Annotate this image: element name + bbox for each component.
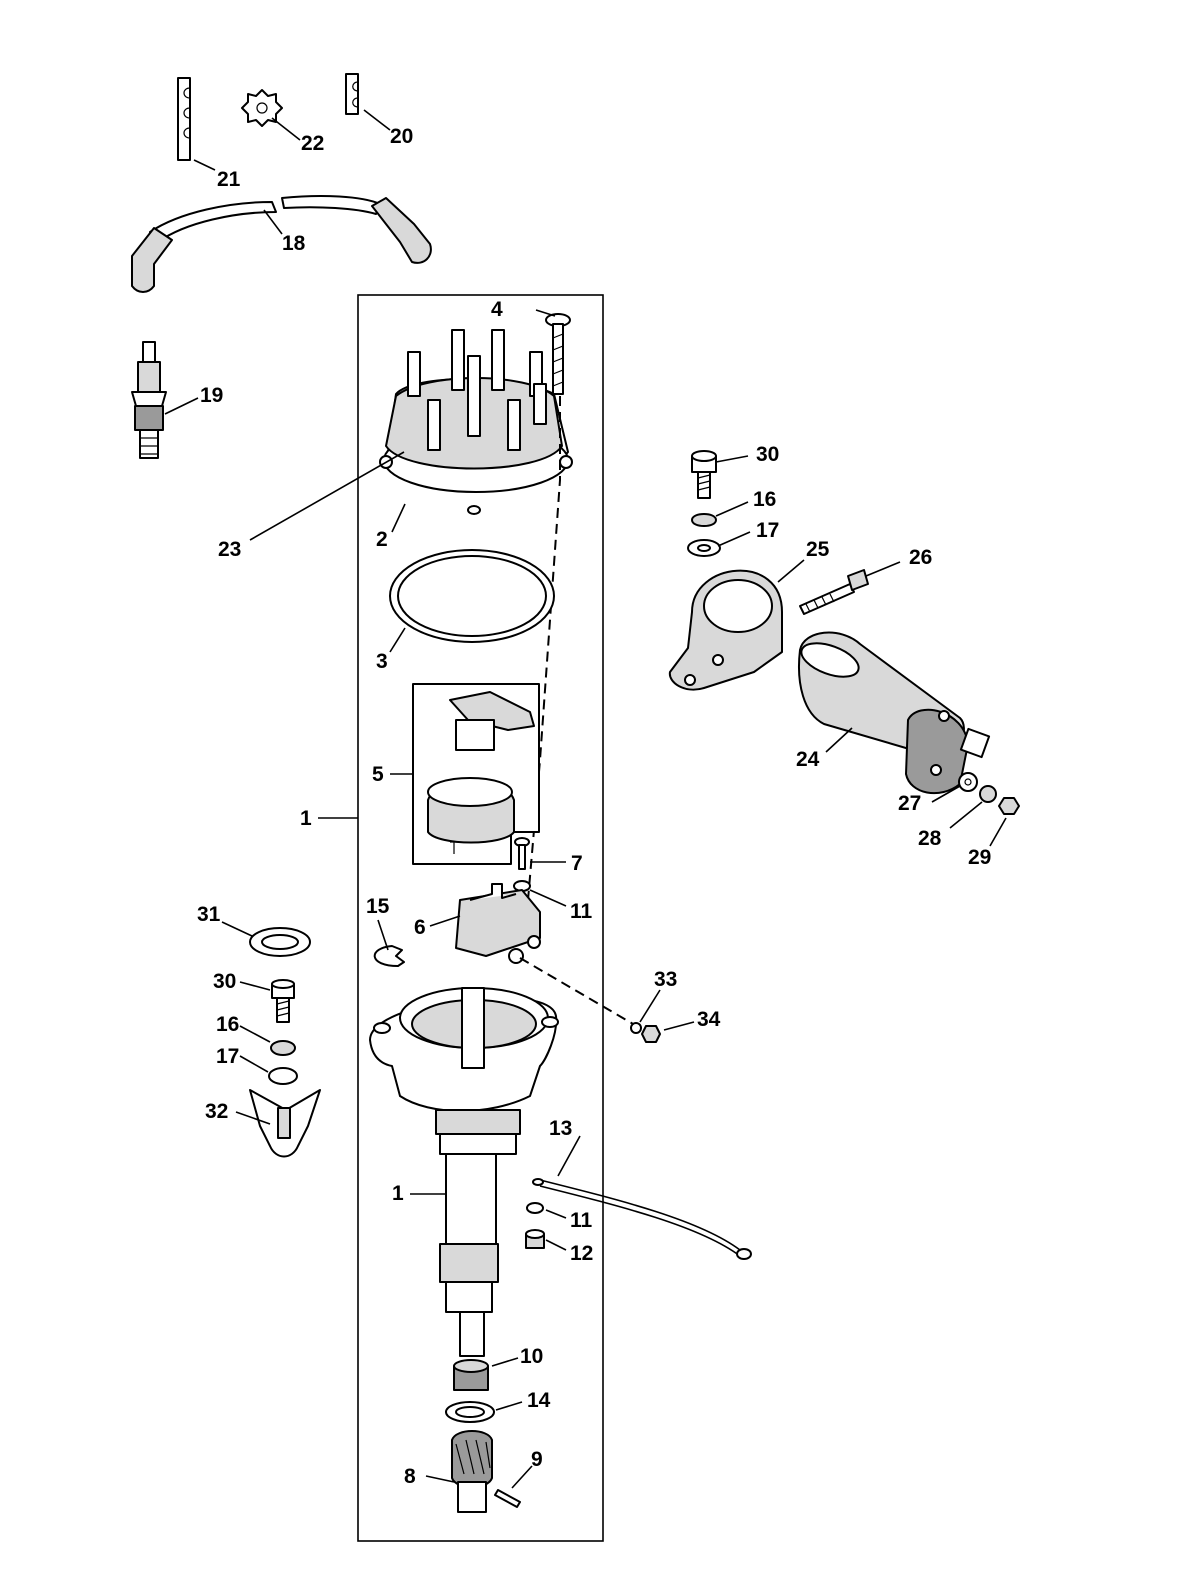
part-21-wire-separator bbox=[177, 77, 191, 161]
callout-label: 21 bbox=[217, 168, 241, 191]
callout-label: 12 bbox=[570, 1242, 593, 1265]
part-15-retaining-clip bbox=[373, 945, 405, 967]
part-1-distributor-housing bbox=[369, 987, 559, 1357]
callout-label: 30 bbox=[213, 970, 236, 993]
part-12-nut bbox=[525, 1229, 545, 1249]
callout-label: 19 bbox=[200, 384, 223, 407]
part-17-flat-washer-right bbox=[687, 539, 721, 557]
part-33-washer bbox=[630, 1022, 642, 1034]
callout-label: 27 bbox=[898, 792, 921, 815]
callout-label: 6 bbox=[414, 916, 426, 939]
part-29-nut bbox=[998, 797, 1020, 815]
part-30-bolt-right bbox=[691, 450, 717, 499]
part-30-bolt-left bbox=[271, 979, 295, 1023]
part-19-spark-plug bbox=[131, 341, 167, 459]
callout-label: 14 bbox=[527, 1389, 551, 1412]
callout-label: 17 bbox=[216, 1045, 239, 1068]
part-14-thrust-washer bbox=[445, 1401, 495, 1423]
leader-lines bbox=[164, 109, 1007, 1489]
callout-label: 2 bbox=[376, 528, 388, 551]
part-22-star-retainer bbox=[241, 89, 283, 127]
callout-label: 34 bbox=[697, 1008, 721, 1031]
module-to-nut-line bbox=[519, 957, 641, 1029]
callout-label: 10 bbox=[520, 1345, 543, 1368]
callout-label: 7 bbox=[571, 852, 583, 875]
part-8-drive-gear bbox=[451, 1430, 493, 1513]
callout-label: 32 bbox=[205, 1100, 228, 1123]
part-2-distributor-cap bbox=[379, 329, 573, 515]
callout-label: 29 bbox=[968, 846, 991, 869]
part-3-cap-gasket bbox=[389, 549, 555, 643]
callout-label: 26 bbox=[909, 546, 932, 569]
callout-label: 13 bbox=[549, 1117, 572, 1140]
callout-label: 16 bbox=[753, 488, 776, 511]
part-16-lock-washer-left bbox=[270, 1040, 296, 1056]
part-18-spark-plug-wire bbox=[131, 195, 432, 293]
distributor-assembly-frame bbox=[357, 294, 604, 1542]
part-7-screw bbox=[514, 837, 530, 870]
callout-label: 25 bbox=[806, 538, 830, 561]
callout-label: 11 bbox=[570, 1209, 593, 1232]
part-20-wire-separator bbox=[345, 73, 359, 115]
callout-label: 33 bbox=[654, 968, 677, 991]
part-32-hold-down-clamp bbox=[249, 1089, 321, 1158]
callout-label: 1 bbox=[300, 807, 312, 830]
callout-label: 20 bbox=[390, 125, 413, 148]
callout-label: 5 bbox=[372, 763, 384, 786]
part-34-nut bbox=[641, 1025, 661, 1043]
callout-label: 4 bbox=[491, 298, 503, 321]
part-13-ground-wire bbox=[532, 1178, 752, 1260]
part-5-rotor-kit bbox=[412, 683, 540, 865]
part-24-ignition-coil bbox=[798, 631, 991, 794]
callout-label: 28 bbox=[918, 827, 942, 850]
screw-alignment-line bbox=[527, 396, 561, 901]
part-6-ignition-module bbox=[455, 883, 541, 964]
part-10-bushing bbox=[453, 1359, 489, 1391]
callout-label: 9 bbox=[531, 1448, 543, 1471]
callout-label: 23 bbox=[218, 538, 241, 561]
callout-label: 3 bbox=[376, 650, 388, 673]
part-27-washer bbox=[958, 772, 978, 792]
callout-label: 11 bbox=[570, 900, 593, 923]
part-25-coil-bracket bbox=[668, 569, 783, 691]
callout-label: 15 bbox=[366, 895, 390, 918]
callout-label: 24 bbox=[796, 748, 820, 771]
callout-label: 18 bbox=[282, 232, 306, 255]
part-16-lock-washer-right bbox=[691, 513, 717, 527]
part-4-cap-screw bbox=[545, 313, 571, 395]
callout-label: 16 bbox=[216, 1013, 239, 1036]
callout-label: 31 bbox=[197, 903, 221, 926]
part-9-roll-pin bbox=[494, 1489, 521, 1508]
callout-label: 30 bbox=[756, 443, 779, 466]
callout-label: 8 bbox=[404, 1465, 416, 1488]
part-11-lower-lock-washer bbox=[526, 1202, 544, 1214]
part-28-lock-washer bbox=[979, 785, 997, 803]
callout-label: 1 bbox=[392, 1182, 404, 1205]
callout-label: 17 bbox=[756, 519, 779, 542]
part-17-flat-washer-left bbox=[268, 1067, 298, 1085]
part-31-washer bbox=[249, 927, 311, 957]
callout-label: 22 bbox=[301, 132, 324, 155]
part-26-bracket-bolt bbox=[799, 569, 869, 615]
